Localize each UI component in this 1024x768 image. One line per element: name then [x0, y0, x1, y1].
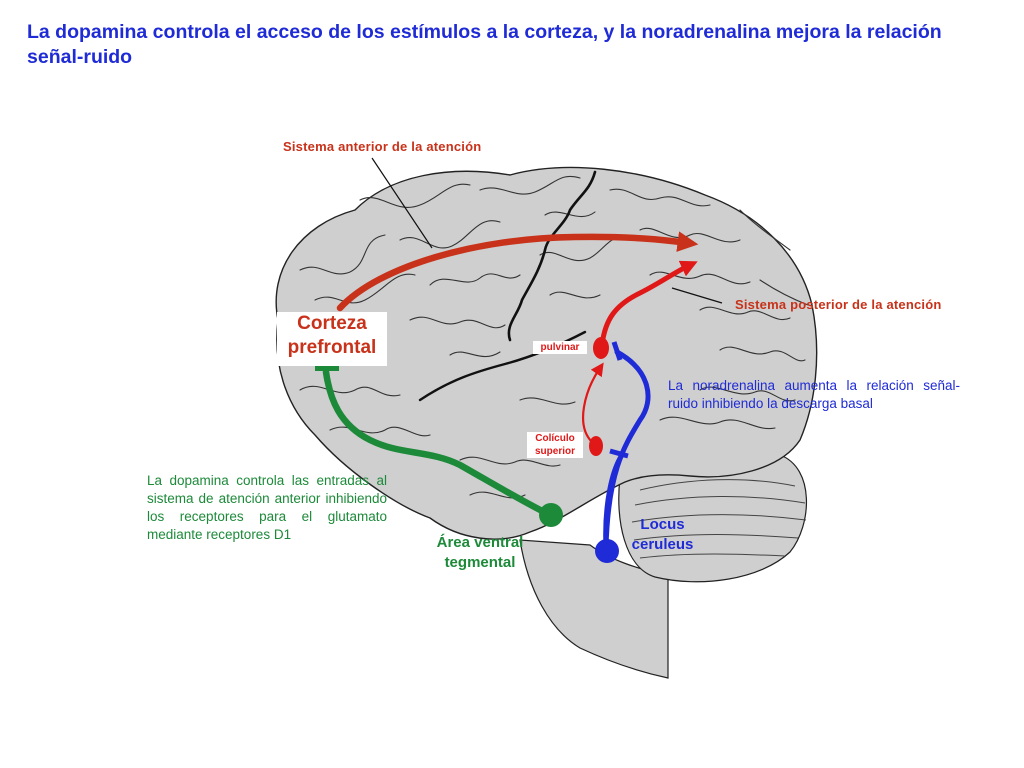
- posterior-attention-arrow: [599, 260, 698, 348]
- ventral-tegmental-area-label: Área ventral tegmental: [436, 534, 524, 571]
- prefrontal-cortex-label: Corteza prefrontal: [277, 312, 387, 366]
- ventral-tegmental-area-node: [539, 503, 563, 527]
- noradrenaline-terminal-pulvinar: [611, 341, 623, 361]
- posterior-attention-label: Sistema posterior de la atención: [735, 297, 942, 312]
- posterior-system-leader: [671, 287, 723, 304]
- pulvinar-node: [593, 337, 609, 359]
- anterior-system-leader: [371, 157, 433, 249]
- superior-colliculus-node: [589, 436, 603, 456]
- noradrenaline-note: La noradrenalina aumenta la relación señ…: [668, 378, 960, 411]
- central-sulcus: [507, 170, 597, 342]
- colliculus-to-pulvinar-arrow: [582, 362, 604, 444]
- locus-ceruleus-label: Locus ceruleus: [631, 516, 694, 553]
- anterior-attention-label: Sistema anterior de la atención: [283, 139, 482, 154]
- dopamine-note: La dopamina controla las entradas al sis…: [147, 473, 387, 542]
- noradrenaline-pathway: [603, 349, 651, 551]
- superior-colliculus-label: Colículo superior: [527, 432, 583, 458]
- page-title: La dopamina controla el acceso de los es…: [27, 21, 942, 68]
- anterior-attention-arrow: [336, 231, 699, 312]
- cerebellum-folia: [631, 479, 807, 559]
- dopamine-pathway: [322, 368, 552, 518]
- locus-ceruleus-node: [595, 539, 619, 563]
- brainstem: [519, 539, 669, 679]
- pulvinar-label: pulvinar: [533, 341, 587, 354]
- noradrenaline-terminal-colliculus: [609, 448, 629, 459]
